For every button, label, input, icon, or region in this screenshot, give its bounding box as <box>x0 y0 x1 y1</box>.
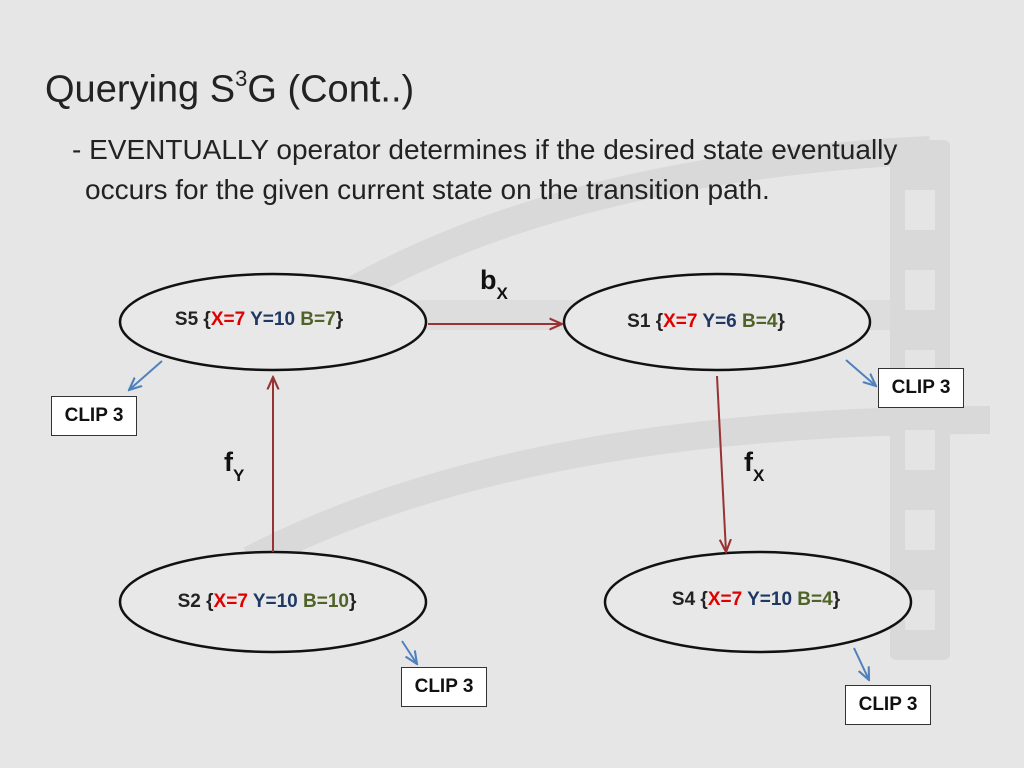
clip-box-S4: CLIP 3 <box>845 685 931 725</box>
state-name: S5 <box>174 309 199 330</box>
y-value: Y=6 <box>702 311 737 332</box>
clip-arrow-S1 <box>845 359 876 386</box>
edge-S1-to-S4 <box>716 375 726 552</box>
state-label-S4: S4 {X=7 Y=10 B=4} <box>671 589 841 610</box>
state-name: S2 <box>177 591 201 612</box>
b-value: B=4 <box>742 311 778 332</box>
state-label-S2: S2 {X=7 Y=10 B=10} <box>177 591 357 612</box>
edge-label-sub: X <box>753 466 765 486</box>
clip-box-S5: CLIP 3 <box>51 396 137 436</box>
edge-label-bx: bX <box>480 265 508 304</box>
edge-label-fy: fY <box>224 447 245 486</box>
state-label-S5: S5 {X=7 Y=10 B=7} <box>174 309 344 330</box>
edge-label-main: f <box>744 447 753 477</box>
state-label-S1: S1 {X=7 Y=6 B=4} <box>627 311 785 332</box>
b-value: B=4 <box>797 589 833 610</box>
bullet-text: - EVENTUALLY operator determines if the … <box>72 134 898 205</box>
slide-title-prefix: Querying S <box>45 68 236 111</box>
edge-label-sub: X <box>496 284 508 304</box>
clip-arrow-S4 <box>853 647 869 680</box>
slide-title: Querying S3G (Cont..) <box>45 66 415 112</box>
x-value: X=7 <box>663 311 698 332</box>
y-value: Y=10 <box>252 591 298 612</box>
state-node-S4 <box>603 550 913 654</box>
y-value: Y=10 <box>747 589 793 610</box>
clip-box-S2: CLIP 3 <box>401 667 487 707</box>
state-name: S4 <box>671 589 696 610</box>
edge-label-sub: Y <box>233 466 245 486</box>
edge-label-fx: fX <box>744 447 765 486</box>
edge-label-main: b <box>480 265 497 295</box>
x-value: X=7 <box>213 591 248 612</box>
x-value: X=7 <box>707 589 743 610</box>
state-node-S5 <box>118 272 428 372</box>
x-value: X=7 <box>210 309 246 330</box>
clip-arrow-S2 <box>401 640 417 664</box>
clip-box-S1: CLIP 3 <box>878 368 964 408</box>
clip-arrow-S5 <box>129 360 163 390</box>
b-value: B=7 <box>300 309 336 330</box>
slide-title-superscript: 3 <box>235 66 248 91</box>
edge-label-main: f <box>224 447 233 477</box>
state-node-S1 <box>562 272 872 372</box>
slide-title-suffix: G (Cont..) <box>247 68 415 111</box>
y-value: Y=10 <box>250 309 296 330</box>
b-value: B=10 <box>303 591 349 612</box>
state-name: S1 <box>627 311 651 332</box>
